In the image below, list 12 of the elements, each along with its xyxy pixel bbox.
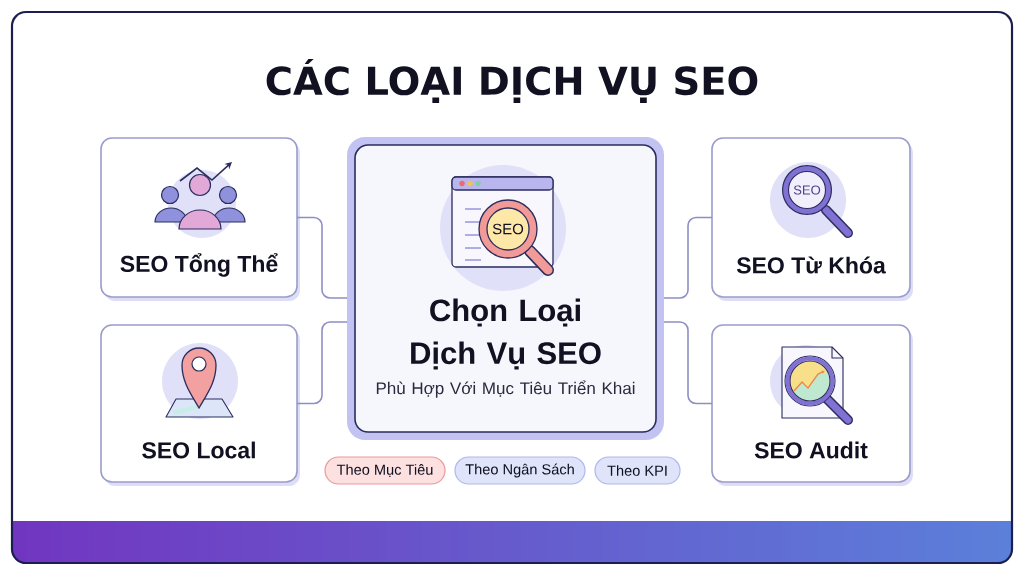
tag-pill: Theo Mục Tiêu [324,456,446,485]
connector [663,321,713,405]
subtitle: Phù Hợp Với Mục Tiêu Triển Khai [376,380,635,398]
icon-label: SEO [793,185,821,195]
connector [663,216,713,299]
title: CÁC LOẠI DỊCH VỤ SEO [266,59,758,103]
connector [296,216,348,299]
tag-pill: Theo KPI [594,456,681,485]
heading: Chọn Loại Dịch Vụ SEO [411,298,601,370]
tag-pill: Theo Ngân Sách [454,456,586,485]
icon-label: SEO [492,223,524,235]
connector [296,321,348,405]
